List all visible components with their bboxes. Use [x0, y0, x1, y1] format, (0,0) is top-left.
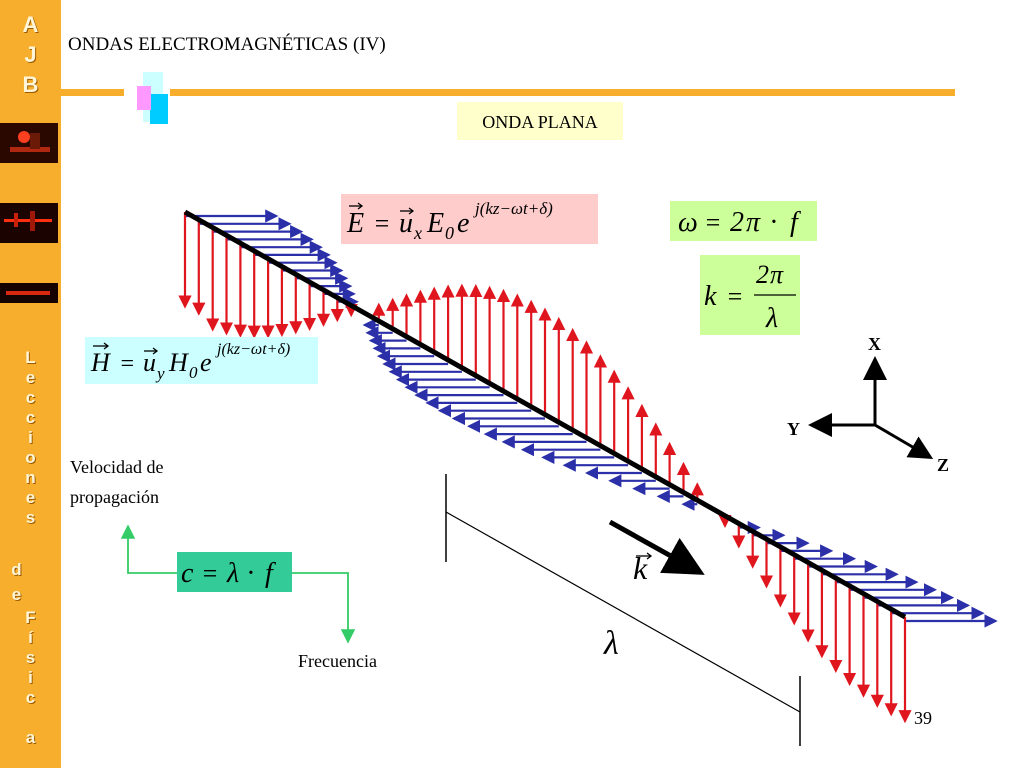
svg-text:·: · — [247, 558, 254, 589]
svg-text:H: H — [90, 348, 111, 377]
velocity-label-line1: Velocidad de — [70, 457, 164, 477]
svg-text:E: E — [426, 208, 444, 239]
sidebar: A J B L e c c i o n e s d e F í s i c a — [0, 0, 61, 768]
sidebar-vertical-letter: c — [25, 408, 36, 427]
sidebar-vertical-letter: e — [25, 488, 36, 507]
svg-text:j(kz−ωt+δ): j(kz−ωt+δ) — [215, 341, 290, 358]
lab-photo-3 — [0, 283, 58, 303]
k-vector-symbol: k — [633, 550, 648, 586]
k-direction-arrow — [608, 519, 705, 575]
y-axis-label: Y — [787, 419, 800, 439]
sidebar-vertical-letter: i — [28, 668, 33, 687]
sidebar-vertical-letter: s — [25, 648, 36, 667]
svg-text:·: · — [770, 207, 777, 238]
magnetic-field-equation: H = u y H 0 e j(kz−ωt+δ) — [85, 337, 318, 384]
sidebar-vertical-letter: c — [25, 688, 36, 707]
sidebar-vertical-letter: d — [11, 560, 22, 579]
frequency-connector — [292, 572, 356, 644]
k-equation-render: k = 2 π λ — [704, 260, 796, 334]
wavelength-label: λ — [604, 625, 619, 662]
svg-text:=: = — [726, 282, 744, 311]
x-axis-label: X — [868, 334, 881, 354]
svg-text:=: = — [119, 351, 135, 377]
svg-text:e: e — [200, 348, 212, 377]
svg-text:0: 0 — [189, 363, 198, 382]
sidebar-vertical-letter: e — [11, 585, 22, 604]
sidebar-image-1 — [0, 123, 58, 163]
z-axis-label: Z — [937, 455, 950, 475]
svg-text:k: k — [704, 281, 717, 312]
onda-plana-label: ONDA PLANA — [457, 102, 623, 140]
svg-text:f: f — [265, 558, 276, 589]
omega-equation: ω = 2 π · f — [670, 201, 817, 241]
svg-text:c: c — [181, 558, 194, 589]
frequency-label: Frecuencia — [298, 651, 377, 671]
sidebar-vertical-letter: o — [25, 448, 36, 467]
h-equation-render: H = u y H 0 e j(kz−ωt+δ) — [90, 341, 290, 383]
svg-text:λ: λ — [765, 303, 778, 334]
svg-text:j(kz−ωt+δ): j(kz−ωt+δ) — [473, 199, 553, 218]
svg-text:x: x — [413, 223, 422, 243]
electric-field-wave — [178, 212, 912, 724]
wave-number-equation: k = 2 π λ — [700, 255, 800, 335]
propagation-axis — [183, 209, 907, 620]
slide-title: ONDAS ELECTROMAGNÉTICAS (IV) — [68, 34, 386, 55]
lab-photo-2 — [0, 203, 58, 243]
svg-text:π: π — [746, 207, 761, 238]
svg-text:u: u — [399, 208, 413, 239]
sidebar-vertical-letter: e — [25, 368, 36, 387]
svg-text:0: 0 — [445, 223, 454, 243]
sidebar-letter-j: J — [24, 42, 37, 67]
svg-text:f: f — [790, 207, 801, 238]
svg-text:2: 2 — [730, 207, 744, 238]
sidebar-image-3 — [0, 283, 58, 303]
svg-text:λ: λ — [226, 558, 239, 589]
velocity-label-line2: propagación — [70, 487, 159, 507]
svg-text:H: H — [168, 348, 189, 377]
svg-text:ω: ω — [678, 207, 698, 238]
z-axis-arrow — [874, 423, 934, 460]
wavelength-line — [445, 511, 801, 713]
k-vector-label: k — [633, 550, 647, 587]
sidebar-letter-b: B — [22, 72, 39, 97]
header-rule-right — [170, 89, 955, 96]
omega-equation-render: ω = 2 π · f — [678, 207, 801, 238]
electric-field-equation: E = u x E 0 e j(kz−ωt+δ) — [341, 194, 598, 244]
page-number: 39 — [914, 708, 932, 728]
speed-equation: c = λ · f — [177, 552, 292, 592]
magnetic-field-wave — [185, 209, 998, 628]
sidebar-letter-a: A — [22, 12, 39, 37]
sidebar-vertical-letter: í — [28, 628, 33, 647]
svg-text:=: = — [704, 208, 722, 237]
sidebar-image-2 — [0, 203, 58, 243]
svg-text:2: 2 — [756, 260, 769, 289]
sidebar-vertical-letter: L — [25, 348, 36, 367]
sidebar-vertical-letter: i — [28, 428, 33, 447]
header-rule-left — [61, 89, 124, 96]
sidebar-vertical-letter: n — [25, 468, 36, 487]
svg-text:π: π — [770, 260, 784, 289]
sidebar-vertical-letter: c — [25, 388, 36, 407]
sidebar-vertical-letter: a — [25, 728, 36, 747]
lab-photo-1 — [0, 123, 58, 163]
svg-text:=: = — [201, 559, 219, 588]
svg-text:E: E — [346, 208, 364, 239]
sidebar-vertical-letter: F — [25, 608, 36, 627]
velocity-connector — [120, 524, 177, 574]
e-equation-render: E = u x E 0 e j(kz−ωt+δ) — [346, 199, 553, 243]
svg-text:e: e — [457, 208, 469, 239]
svg-text:y: y — [155, 364, 165, 383]
svg-text:u: u — [143, 348, 156, 377]
sidebar-vertical-letter: s — [25, 508, 36, 527]
c-equation-render: c = λ · f — [181, 558, 276, 589]
svg-text:=: = — [373, 209, 391, 238]
